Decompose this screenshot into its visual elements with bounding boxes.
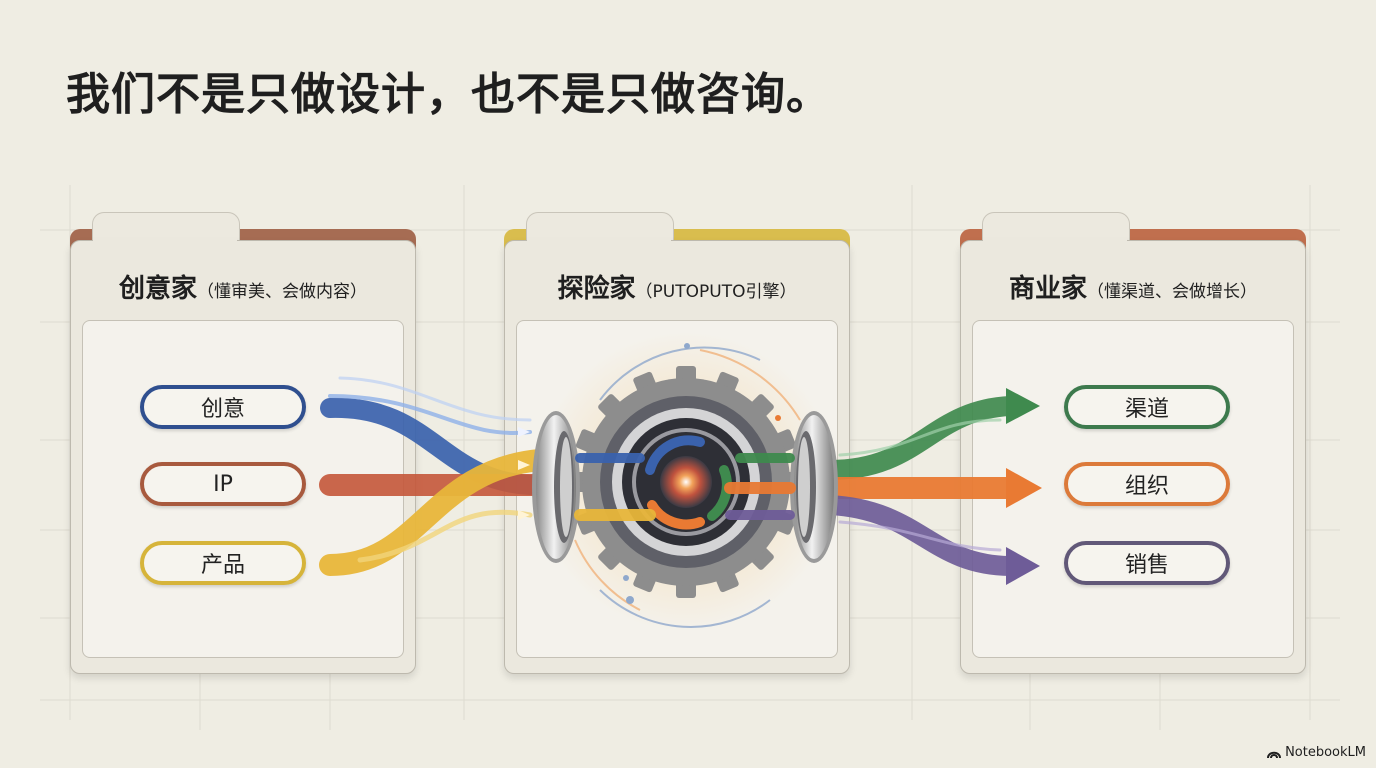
- input-flows: [319, 376, 551, 576]
- ring-left-icon: [532, 411, 580, 563]
- panel-subtitle: （懂渠道、会做增长）: [1087, 282, 1257, 302]
- brand-watermark: NotebookLM: [1267, 745, 1366, 760]
- pill-ip: IP: [140, 462, 306, 506]
- panel-title: 商业家: [1008, 274, 1087, 304]
- panel-subtitle: （懂审美、会做内容）: [197, 282, 367, 302]
- panel-title: 创意家: [118, 274, 197, 304]
- pill-channel: 渠道: [1064, 385, 1230, 429]
- orbit-dots: [623, 343, 781, 604]
- output-flows: [819, 396, 1021, 576]
- flow-arrowheads-right: [1006, 388, 1042, 585]
- panel-title: 探险家: [557, 274, 636, 304]
- pill-creative: 创意: [140, 385, 306, 429]
- panel-heading: 商业家（懂渠道、会做增长）: [960, 268, 1306, 305]
- arrow-orange-icon: [1006, 468, 1042, 508]
- pill-organization: 组织: [1064, 462, 1230, 506]
- notebooklm-logo-icon: [1267, 751, 1282, 758]
- panel-subtitle: （PUTOPUTO引擎）: [635, 282, 797, 302]
- flow-green: [820, 396, 1020, 480]
- orbit-arcs: [574, 346, 801, 628]
- pill-product: 产品: [140, 541, 306, 585]
- pill-sales: 销售: [1064, 541, 1230, 585]
- page-title: 我们不是只做设计，也不是只做咨询。: [66, 69, 831, 120]
- arrow-purple-icon: [1006, 547, 1040, 585]
- panel-heading: 探险家（PUTOPUTO引擎）: [504, 268, 850, 305]
- arrow-green-icon: [1006, 388, 1040, 424]
- panel-heading: 创意家（懂审美、会做内容）: [70, 268, 416, 305]
- center-flows: [574, 453, 796, 521]
- ring-right-icon: [790, 411, 838, 563]
- engine-core: [660, 456, 712, 508]
- brand-name: NotebookLM: [1285, 745, 1366, 760]
